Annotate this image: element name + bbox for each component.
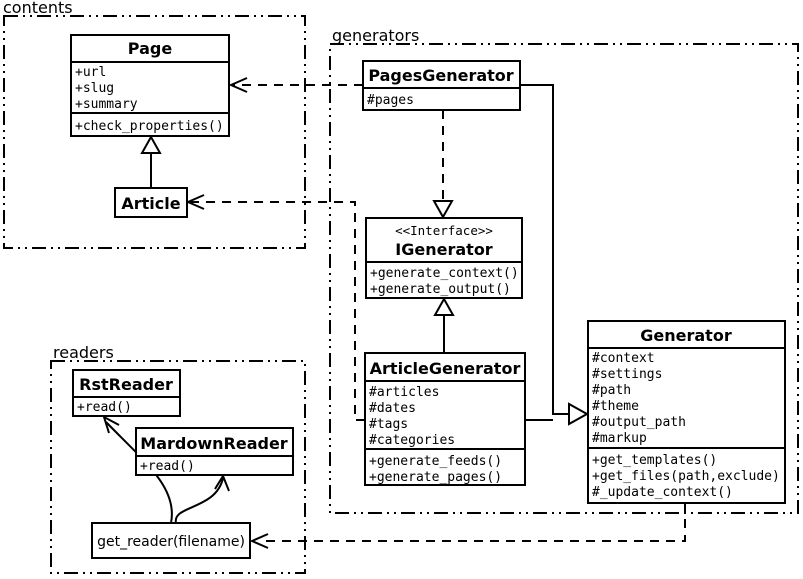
class-pagesgenerator: PagesGenerator #pages	[362, 60, 521, 111]
hollow-triangle-icon	[568, 402, 590, 426]
class-generator-attr: #settings	[592, 367, 662, 382]
generalization-pagesgenerator-generator	[520, 84, 568, 415]
package-readers-border	[50, 360, 306, 574]
class-articlegenerator-attr: #tags	[369, 417, 408, 432]
interface-igenerator-title: IGenerator	[395, 240, 493, 259]
class-pagesgenerator-box	[362, 60, 521, 111]
class-articlegenerator: ArticleGenerator #articles #dates #tags …	[364, 352, 526, 486]
class-article-box	[114, 187, 188, 218]
class-articlegenerator-title: ArticleGenerator	[370, 359, 521, 378]
class-mardownreader-title: MardownReader	[140, 434, 288, 453]
interface-igenerator: <<Interface>> IGenerator +generate_conte…	[365, 217, 523, 299]
class-generator-method: +get_files(path,exclude)	[592, 469, 780, 484]
class-page: Page +url +slug +summary +check_properti…	[70, 34, 230, 137]
class-rstreader-title: RstReader	[79, 375, 173, 394]
package-readers-label: readers	[53, 343, 114, 362]
class-rstreader-method: +read()	[77, 400, 132, 415]
class-article-title: Article	[121, 194, 180, 213]
class-articlegenerator-attr: #dates	[369, 401, 416, 416]
class-articlegenerator-attr: #categories	[369, 433, 455, 448]
package-contents-label: contents	[3, 0, 73, 17]
node-getreader-label: get_reader(filename)	[97, 534, 245, 550]
interface-stereotype: <<Interface>>	[395, 223, 493, 238]
class-page-box	[70, 34, 230, 137]
class-pagesgenerator-attr: #pages	[367, 93, 414, 108]
node-getreader: get_reader(filename)	[91, 522, 251, 559]
hollow-triangle-icon	[140, 134, 162, 154]
class-page-method: +check_properties()	[75, 119, 224, 134]
class-articlegenerator-method: +generate_feeds()	[369, 454, 502, 469]
dependency-generator-getreader	[260, 503, 686, 542]
class-page-title: Page	[128, 39, 173, 58]
package-generators-border	[329, 43, 799, 514]
class-generator-attr: #context	[592, 351, 655, 366]
class-generator-attr: #output_path	[592, 415, 686, 430]
edge-getreader-mardownreader	[174, 477, 224, 524]
class-generator-attr: #theme	[592, 399, 639, 414]
class-generator-box	[587, 320, 786, 504]
interface-igenerator-box	[365, 217, 523, 299]
class-articlegenerator-method: +generate_pages()	[369, 470, 502, 485]
class-page-attr: +url	[75, 65, 106, 80]
class-generator-method: #_update_context()	[592, 485, 733, 500]
class-pagesgenerator-title: PagesGenerator	[368, 66, 513, 85]
class-rstreader: RstReader +read()	[72, 369, 181, 417]
class-page-attr: +summary	[75, 97, 138, 112]
open-arrowhead-icon	[102, 414, 120, 434]
hollow-triangle-icon	[432, 200, 454, 220]
class-generator-attr: #path	[592, 383, 631, 398]
open-arrowhead-icon	[249, 533, 269, 549]
package-generators-label: generators	[332, 26, 419, 45]
class-rstreader-box	[72, 369, 181, 417]
class-generator-attr: #markup	[592, 431, 647, 446]
class-article: Article	[114, 187, 188, 218]
class-generator: Generator #context #settings #path #them…	[587, 320, 786, 504]
class-articlegenerator-box	[364, 352, 526, 486]
dependency-articlegenerator-article	[190, 201, 365, 421]
class-mardownreader: MardownReader +read()	[135, 427, 294, 476]
interface-igenerator-method: +generate_output()	[370, 282, 511, 297]
class-articlegenerator-attr: #articles	[369, 385, 439, 400]
open-arrowhead-icon	[228, 77, 248, 93]
class-page-attr: +slug	[75, 81, 114, 96]
interface-igenerator-method: +generate_context()	[370, 266, 519, 281]
class-generator-title: Generator	[640, 326, 732, 345]
class-mardownreader-box	[135, 427, 294, 476]
class-generator-method: +get_templates()	[592, 453, 717, 468]
hollow-triangle-icon	[433, 296, 455, 316]
node-getreader-box	[91, 522, 251, 559]
class-mardownreader-method: +read()	[140, 459, 195, 474]
package-contents-border	[3, 15, 306, 249]
